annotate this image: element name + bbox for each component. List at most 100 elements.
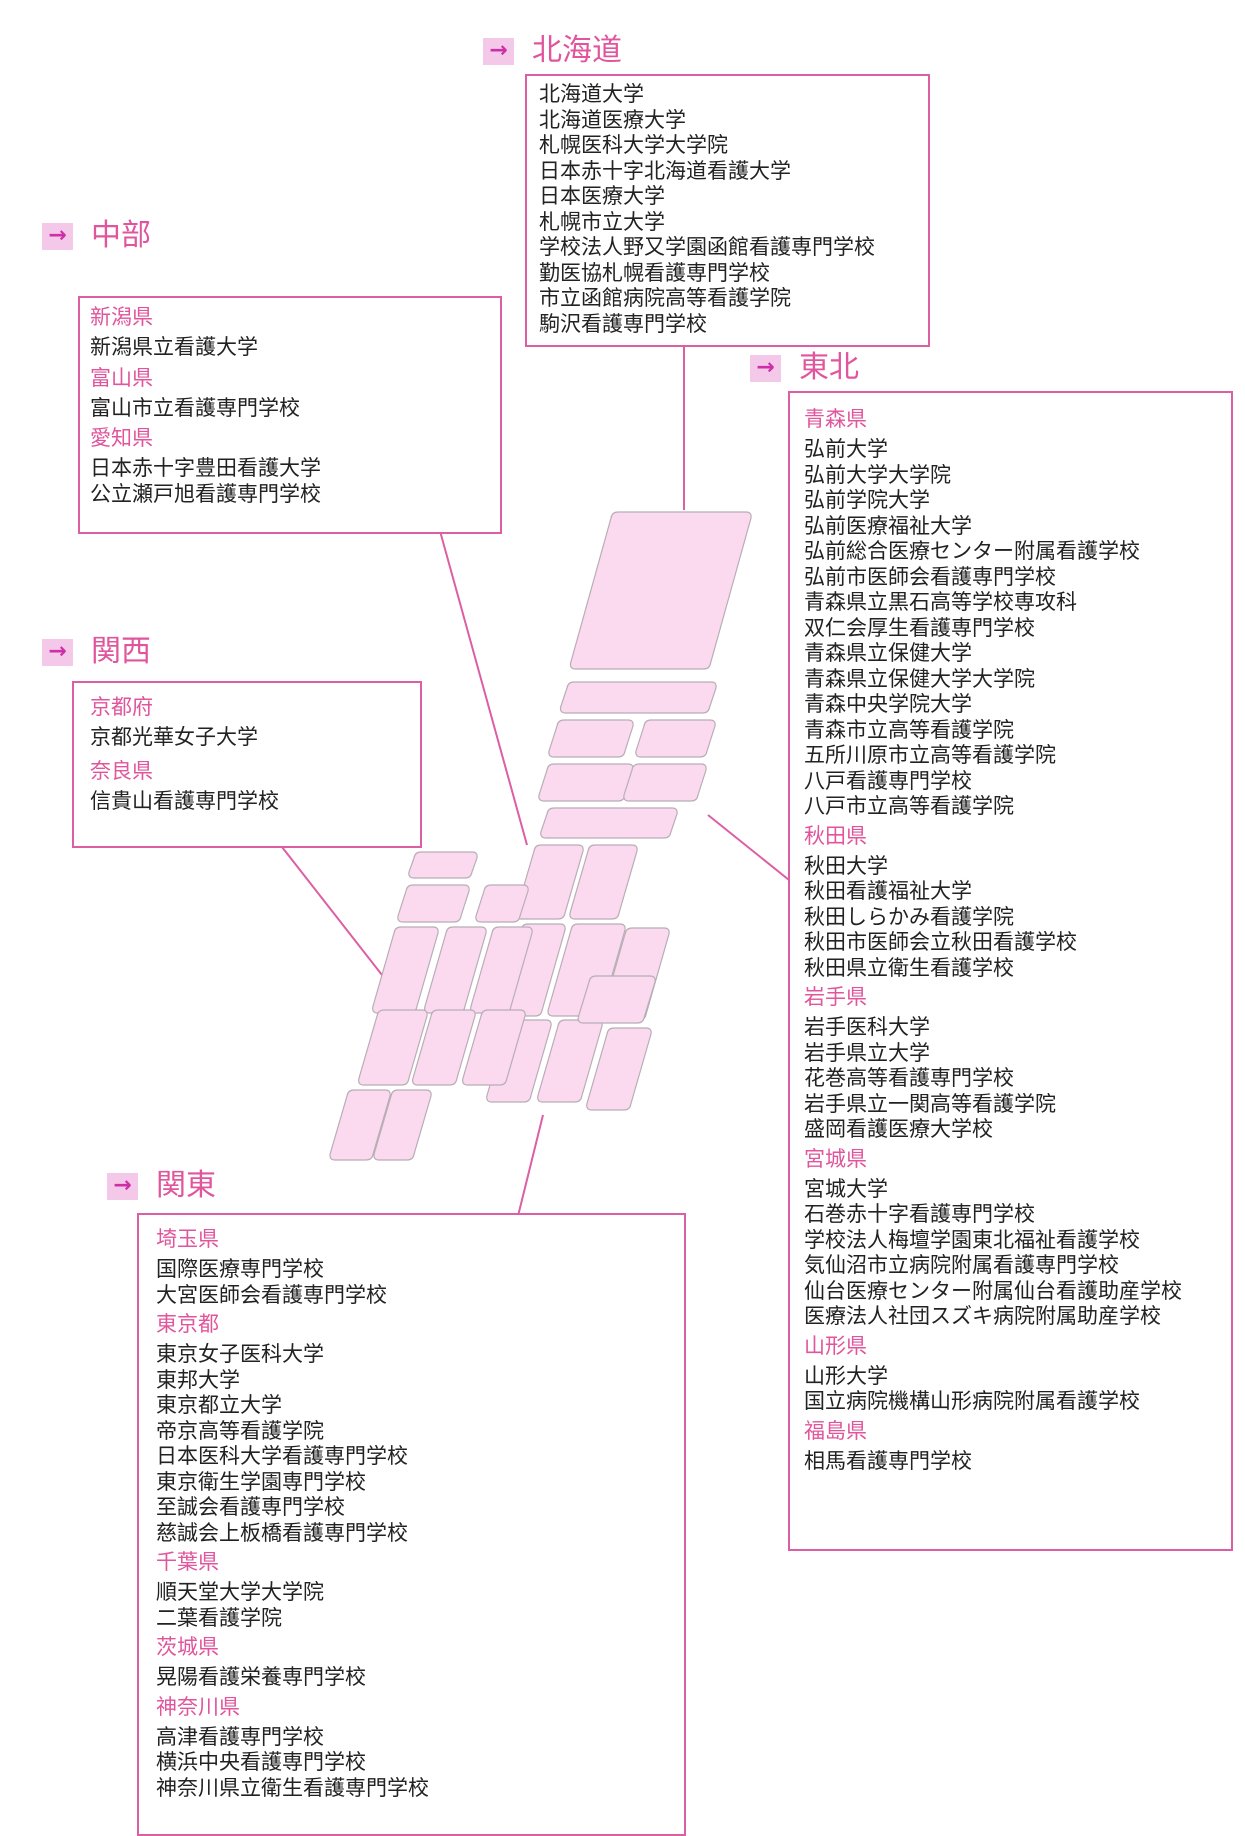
hokkaido-school-box: 北海道大学北海道医療大学札幌医科大学大学院日本赤十字北海道看護大学日本医療大学札… xyxy=(525,74,930,347)
map-cell xyxy=(586,1027,652,1111)
school-name: 勤医協札幌看護専門学校 xyxy=(539,260,770,285)
prefecture-heading: 福島県 xyxy=(804,1418,867,1443)
map-cell xyxy=(601,927,670,1021)
map-cell xyxy=(623,763,707,802)
school-name: 国際医療専門学校 xyxy=(156,1257,324,1281)
school-name: 高津看護専門学校 xyxy=(156,1724,324,1749)
school-name: 青森県立保健大学大学院 xyxy=(804,666,1035,691)
region-title-kanto: → 関東 xyxy=(107,1171,216,1201)
school-name: 弘前大学 xyxy=(804,437,888,461)
school-name: 公立瀬戸旭看護専門学校 xyxy=(90,481,321,506)
map-cell xyxy=(397,884,470,923)
connector-chubu xyxy=(439,530,528,846)
region-title-chubu: → 中部 xyxy=(42,221,151,251)
prefecture-heading: 千葉県 xyxy=(156,1550,219,1574)
region-label: 北海道 xyxy=(532,33,622,68)
prefecture-heading: 東京都 xyxy=(156,1312,219,1336)
school-name: 順天堂大学大学院 xyxy=(156,1580,324,1604)
prefecture-heading: 青森県 xyxy=(804,407,867,431)
arrow-right-icon: → xyxy=(42,222,73,250)
map-cell xyxy=(569,844,638,920)
school-name: 札幌医科大学大学院 xyxy=(539,133,728,157)
map-cell xyxy=(577,975,656,1024)
school-name: 山形大学 xyxy=(804,1363,888,1388)
school-name: 盛岡看護医療大学校 xyxy=(804,1117,993,1141)
chubu-school-box: 新潟県新潟県立看護大学富山県富山市立看護専門学校愛知県日本赤十字豊田看護大学公立… xyxy=(78,296,502,534)
map-cell xyxy=(559,681,717,714)
connector-tohoku xyxy=(707,814,790,881)
prefecture-heading: 愛知県 xyxy=(90,426,153,450)
school-name: 東京女子医科大学 xyxy=(156,1342,324,1366)
school-name: 医療法人社団スズキ病院附属助産学校 xyxy=(804,1304,1161,1328)
school-name: 学校法人梅壇学園東北福祉看護学校 xyxy=(804,1227,1140,1252)
school-name: 弘前市医師会看護専門学校 xyxy=(804,564,1056,589)
school-name: 北海道大学 xyxy=(539,82,644,106)
school-name: 弘前大学大学院 xyxy=(804,462,951,487)
school-name: 双仁会厚生看護専門学校 xyxy=(804,615,1035,640)
map-cell xyxy=(515,844,584,920)
map-cell xyxy=(424,926,487,1014)
school-name: 新潟県立看護大学 xyxy=(90,335,258,359)
school-name: 学校法人野又学園函館看護専門学校 xyxy=(539,235,875,259)
map-cell xyxy=(537,1019,603,1103)
arrow-right-icon: → xyxy=(483,37,514,65)
school-list: 北海道大学北海道医療大学札幌医科大学大学院日本赤十字北海道看護大学日本医療大学札… xyxy=(539,82,916,337)
connector-kanto xyxy=(517,1114,544,1217)
school-name: 晃陽看護栄養専門学校 xyxy=(156,1665,366,1689)
arrow-right-icon: → xyxy=(750,354,781,382)
school-name: 日本医科大学看護専門学校 xyxy=(156,1444,408,1468)
school-name: 花巻高等看護専門学校 xyxy=(804,1066,1014,1090)
school-name: 秋田大学 xyxy=(804,853,888,878)
prefecture-heading: 埼玉県 xyxy=(156,1227,219,1251)
map-cell xyxy=(373,1089,432,1161)
school-name: 弘前学院大学 xyxy=(804,488,930,512)
school-list: 東京女子医科大学東邦大学東京都立大学帝京高等看護学院日本医科大学看護専門学校東京… xyxy=(156,1342,667,1546)
region-label: 関東 xyxy=(156,1168,216,1203)
school-list: 弘前大学弘前大学大学院弘前学院大学弘前医療福祉大学弘前総合医療センター附属看護学… xyxy=(804,437,1217,820)
school-name: 宮城大学 xyxy=(804,1176,888,1201)
school-name: 五所川原市立高等看護学院 xyxy=(804,743,1056,767)
school-list: 日本赤十字豊田看護大学公立瀬戸旭看護専門学校 xyxy=(90,456,490,507)
region-label: 関西 xyxy=(91,634,151,669)
prefecture-heading: 秋田県 xyxy=(804,823,867,848)
region-title-hokkaido: → 北海道 xyxy=(483,36,622,66)
map-cell xyxy=(569,511,752,670)
school-name: 秋田県立衛生看護学校 xyxy=(804,955,1014,980)
school-name: 慈誠会上板橋看護専門学校 xyxy=(156,1520,408,1545)
school-name: 至誠会看護専門学校 xyxy=(156,1495,345,1519)
kansai-school-box: 京都府京都光華女子大学奈良県信貴山看護専門学校 xyxy=(72,681,422,848)
school-name: 八戸市立高等看護学院 xyxy=(804,794,1014,818)
school-name: 青森県立黒石高等学校専攻科 xyxy=(804,590,1077,614)
prefecture-heading: 宮城県 xyxy=(804,1146,867,1171)
map-cell xyxy=(486,1019,552,1103)
school-list: 富山市立看護専門学校 xyxy=(90,396,490,422)
school-name: 気仙沼市立病院附属看護専門学校 xyxy=(804,1253,1119,1277)
prefecture-heading: 岩手県 xyxy=(804,985,867,1009)
tohoku-school-box: 青森県弘前大学弘前大学大学院弘前学院大学弘前医療福祉大学弘前総合医療センター附属… xyxy=(788,391,1233,1551)
prefecture-heading: 新潟県 xyxy=(90,305,153,329)
school-name: 相馬看護専門学校 xyxy=(804,1448,972,1473)
school-name: 駒沢看護専門学校 xyxy=(539,311,707,336)
school-name: 岩手県立一関高等看護学院 xyxy=(804,1091,1056,1116)
kanto-school-box: 埼玉県国際医療専門学校大宮医師会看護専門学校東京都東京女子医科大学東邦大学東京都… xyxy=(137,1213,686,1836)
school-list: 山形大学国立病院機構山形病院附属看護学校 xyxy=(804,1364,1217,1415)
school-name: 大宮医師会看護専門学校 xyxy=(156,1282,387,1307)
school-name: 石巻赤十字看護専門学校 xyxy=(804,1202,1035,1226)
map-cell xyxy=(497,923,566,1017)
prefecture-heading: 京都府 xyxy=(90,695,153,719)
school-name: 八戸看護専門学校 xyxy=(804,768,972,793)
school-list: 相馬看護専門学校 xyxy=(804,1449,1217,1475)
school-name: 市立函館病院高等看護学院 xyxy=(539,286,791,310)
school-name: 日本医療大学 xyxy=(539,184,665,208)
map-cell xyxy=(470,926,533,1014)
arrow-right-icon: → xyxy=(42,638,73,666)
map-cell xyxy=(412,1009,476,1086)
prefecture-heading: 神奈川県 xyxy=(156,1694,240,1719)
school-name: 青森中央学院大学 xyxy=(804,692,972,716)
school-list: 秋田大学秋田看護福祉大学秋田しらかみ看護学院秋田市医師会立秋田看護学校秋田県立衛… xyxy=(804,854,1217,982)
school-list: 国際医療専門学校大宮医師会看護専門学校 xyxy=(156,1257,667,1308)
map-cell xyxy=(408,851,478,879)
map-cell xyxy=(372,926,439,1014)
school-name: 北海道医療大学 xyxy=(539,107,686,132)
map-cell xyxy=(329,1089,391,1161)
